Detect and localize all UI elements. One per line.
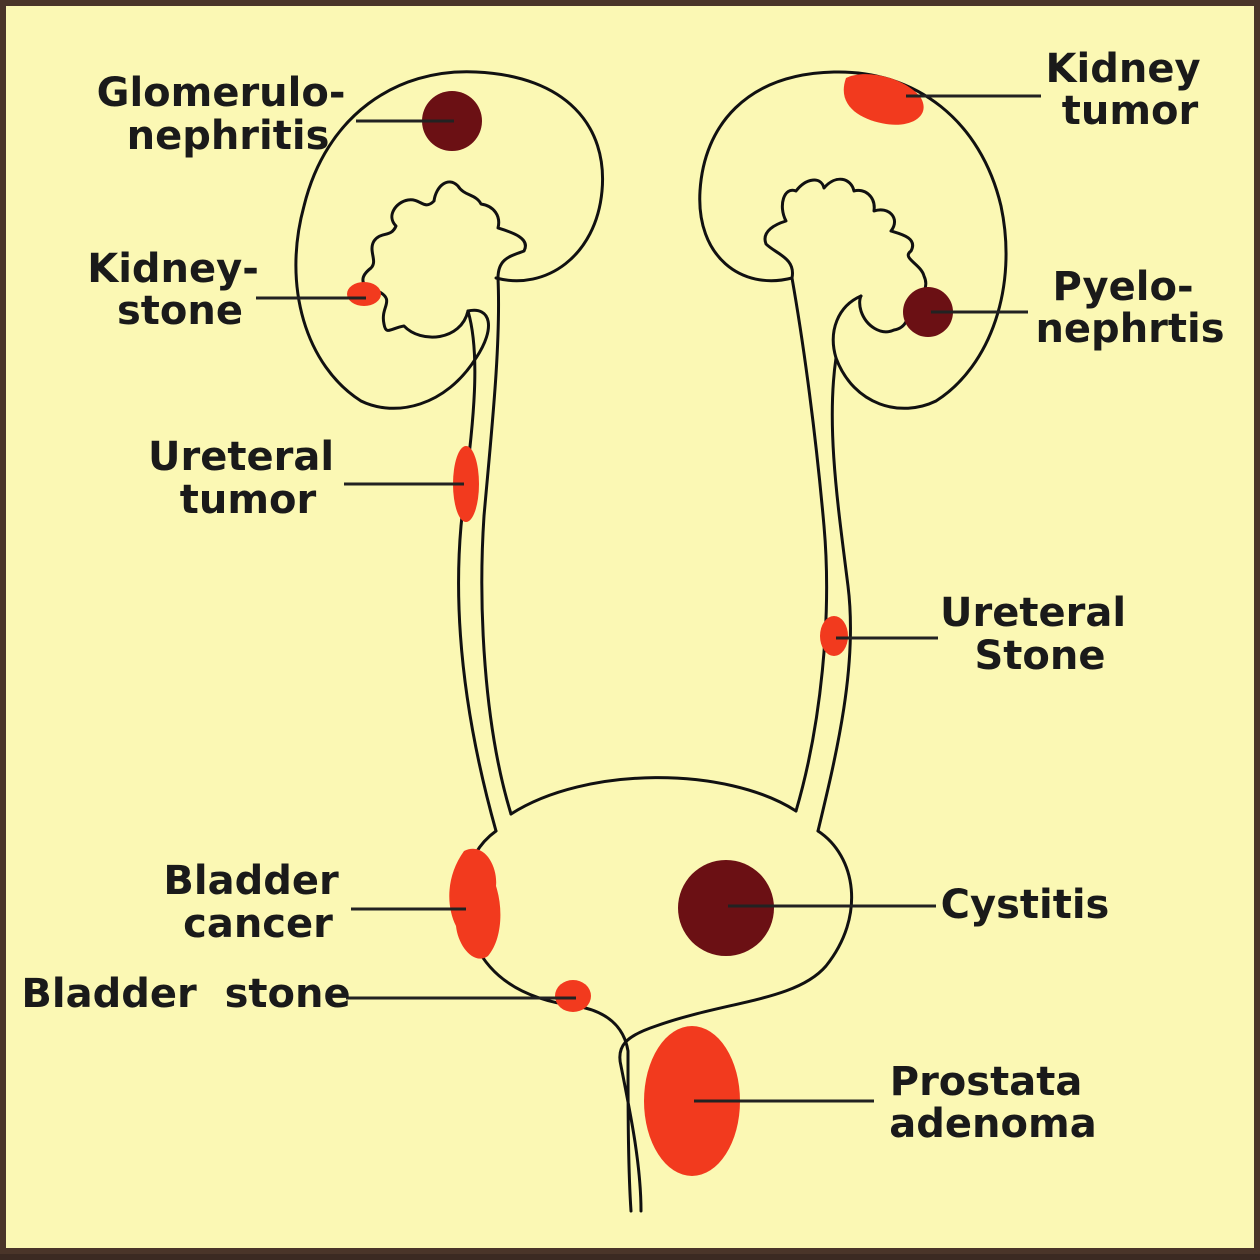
label-prostata-adenoma: Prostata adenoma [889,1059,1096,1147]
ureteral-stone-lesion [820,616,848,656]
right-kidney [700,72,1006,408]
label-kidney-stone: Kidney- stone [87,246,273,334]
label-cystitis: Cystitis [941,882,1110,928]
label-glomerulonephritis: Glomerulo- nephritis [97,70,360,159]
left-renal-pelvis [363,182,526,337]
urinary-tract-diagram: Glomerulo- nephritis Kidney- stone Urete… [6,6,1260,1260]
label-ureteral-stone: Ureteral Stone [940,590,1140,679]
label-ureteral-tumor: Ureteral tumor [148,434,348,523]
right-ureter-inner [792,278,827,811]
left-ureter-inner [482,278,511,814]
left-ureter-outer [459,311,496,831]
bladder-cancer-lesion [449,849,500,959]
label-pyelonephritis: Pyelo- nephrtis [1035,264,1224,352]
right-ureter-outer [818,358,851,831]
label-bladder-stone: Bladder stone [21,971,350,1017]
kidney-stone-lesion [347,282,381,306]
bladder-stone-lesion [555,980,591,1012]
label-bladder-cancer: Bladder cancer [163,858,352,947]
kidney-tumor-lesion [844,74,924,125]
label-kidney-tumor: Kidney tumor [1046,46,1215,134]
cystitis-lesion [678,860,774,956]
